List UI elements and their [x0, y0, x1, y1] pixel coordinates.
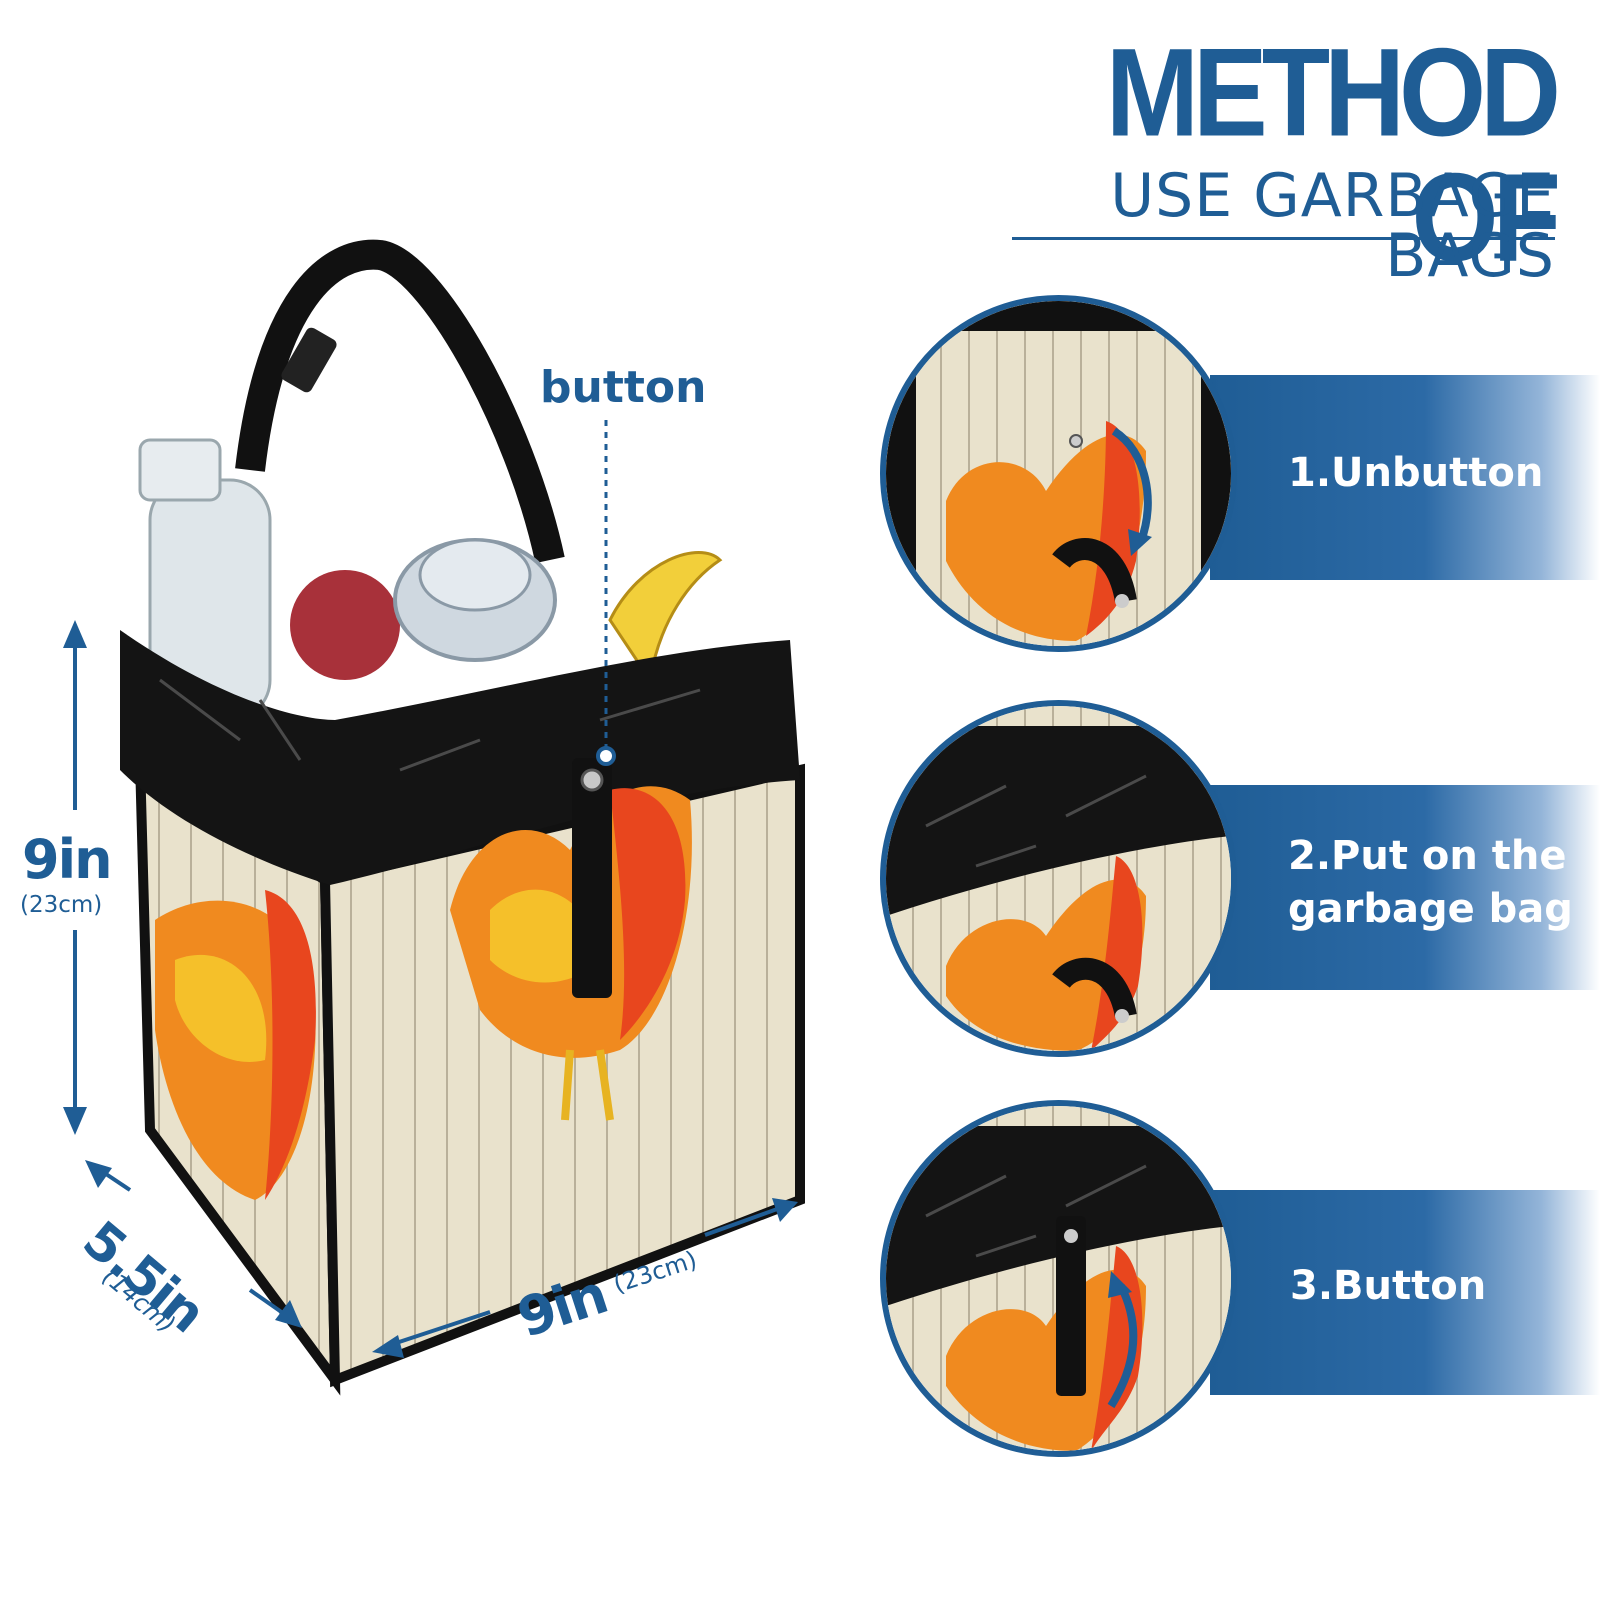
rooster-front [450, 786, 692, 1121]
banana [608, 551, 723, 684]
button-callout-label: button [540, 362, 707, 413]
title-underline [1012, 237, 1555, 240]
step-circle-3 [880, 1100, 1237, 1457]
unbutton-strap [1052, 538, 1137, 604]
title-method-of: METHOD OF [1105, 22, 1561, 288]
step-circle-1 [880, 295, 1237, 652]
step-band-1 [1210, 375, 1600, 580]
strap [235, 239, 565, 564]
height-dimension-metric: (23cm) [20, 892, 103, 918]
garbage-bag-rim [120, 630, 800, 885]
height-dimension-label: 9in [22, 828, 113, 891]
garbage-bag-step3 [886, 1126, 1231, 1306]
step-2-label-line1: 2.Put on the [1288, 833, 1567, 879]
button-tab [572, 758, 612, 998]
step-circle-2 [880, 700, 1237, 1057]
step-3-label: 3.Button [1290, 1263, 1487, 1309]
dimension-arrow-icon [63, 620, 798, 1358]
step-2-label-line2: garbage bag [1288, 886, 1573, 932]
soda-can-top [418, 538, 532, 612]
apple [290, 570, 400, 680]
step-band-2 [1210, 785, 1600, 990]
garbage-bag-step2 [886, 726, 1231, 916]
step-band-3 [1210, 1190, 1600, 1395]
arrow-down-icon [1111, 427, 1152, 556]
rooster-side [155, 890, 316, 1200]
strap-buckle [281, 327, 337, 393]
button-tab-step3 [1056, 1216, 1086, 1396]
snap-button [580, 768, 604, 792]
button-callout-dot [596, 746, 616, 766]
step-1-label: 1.Unbutton [1288, 450, 1544, 496]
arrow-up-icon [1107, 1271, 1138, 1409]
product-illustration [63, 239, 805, 1396]
title-use-garbage-bags: USE GARBAGE BAGS [1110, 161, 1555, 291]
bottle-cap [138, 438, 222, 502]
